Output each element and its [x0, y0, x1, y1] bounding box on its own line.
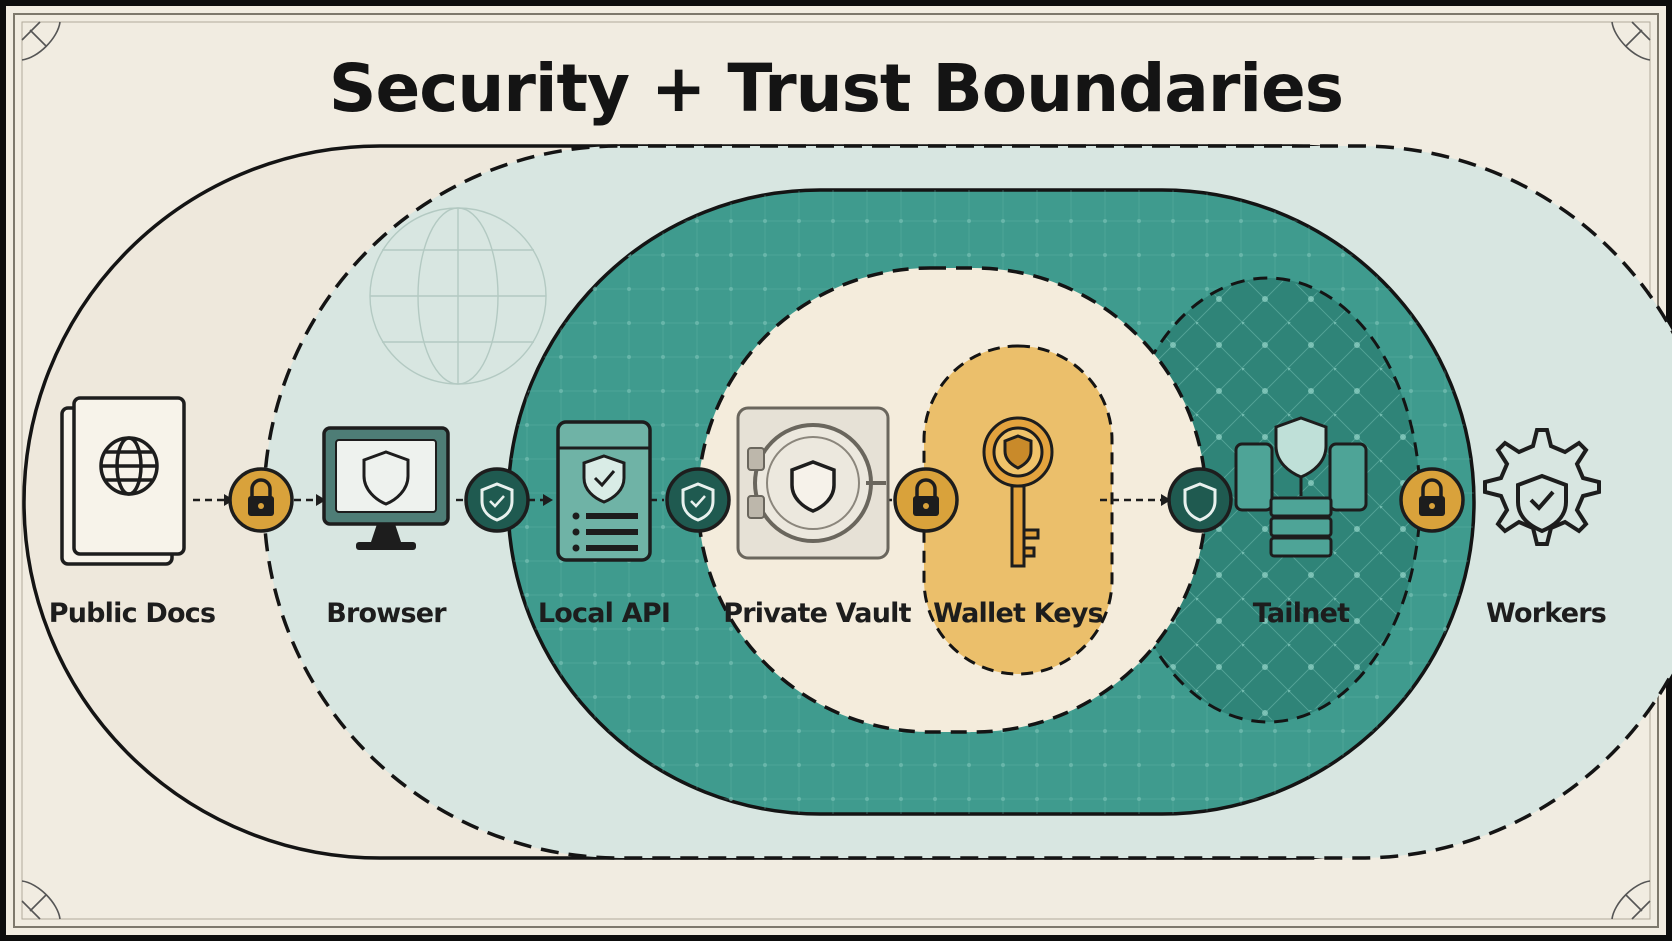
shield-check-icon: [681, 482, 715, 522]
page-title: Security + Trust Boundaries: [329, 50, 1343, 127]
padlock-icon: [913, 478, 939, 516]
node-label: Tailnet: [1253, 598, 1350, 629]
gate-lock-3: [1399, 467, 1465, 533]
monitor-shield-icon: [322, 426, 450, 550]
network-shield-icon: [1234, 416, 1368, 558]
gear-shield-icon: [1483, 428, 1601, 546]
node-browser: Browser: [322, 426, 450, 629]
node-local-api: Local API: [538, 420, 671, 629]
padlock-icon: [248, 478, 274, 516]
padlock-icon: [1419, 478, 1445, 516]
node-private-vault: Private Vault: [723, 406, 912, 629]
key-icon: [982, 416, 1054, 568]
node-public-docs: Public Docs: [49, 396, 216, 629]
corner-ornament-icon: [21, 21, 1651, 920]
node-label: Private Vault: [723, 598, 911, 629]
node-label: Public Docs: [49, 598, 216, 629]
gate-shield-3: [1167, 467, 1233, 533]
node-tailnet: Tailnet: [1234, 416, 1368, 629]
globe-sketch-icon: [369, 207, 547, 385]
book-globe-icon: [60, 396, 186, 566]
node-workers: Workers: [1483, 428, 1607, 629]
node-label: Browser: [326, 598, 447, 629]
gate-lock-1: [228, 467, 294, 533]
server-shield-icon: [556, 420, 652, 562]
shield-check-icon: [480, 482, 514, 522]
gate-shield-1: [464, 467, 530, 533]
node-label: Local API: [538, 598, 670, 629]
gate-lock-2: [893, 467, 959, 533]
vault-shield-icon: [736, 406, 890, 560]
gate-shield-2: [665, 467, 731, 533]
shield-check-icon: [1183, 482, 1217, 522]
node-label: Workers: [1486, 598, 1606, 629]
node-wallet-keys: Wallet Keys: [933, 416, 1104, 629]
node-label: Wallet Keys: [933, 598, 1103, 629]
